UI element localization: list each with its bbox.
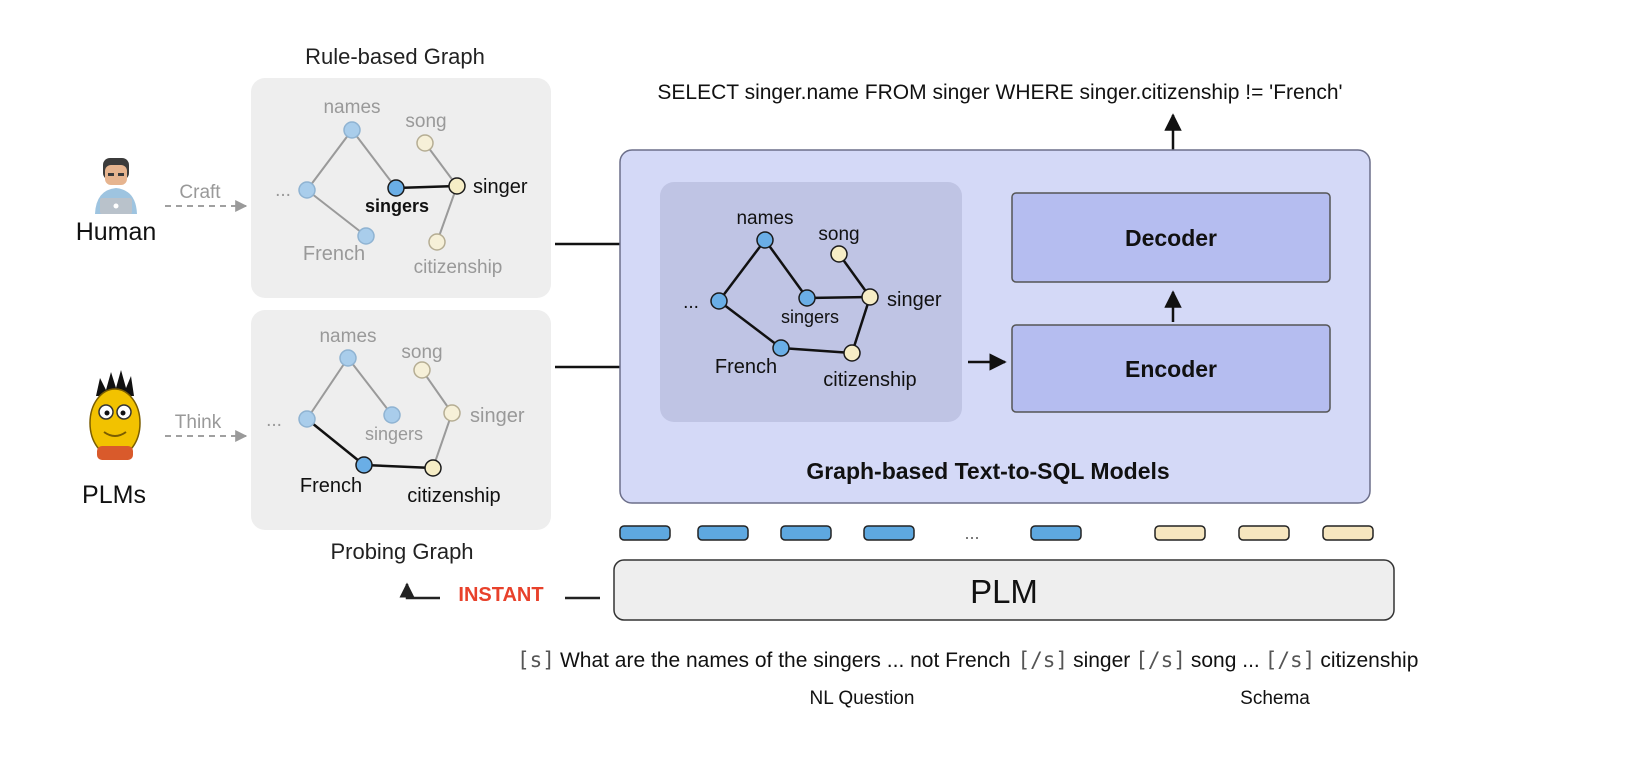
question-token: [780, 525, 832, 541]
sql-query: SELECT singer.name FROM singer WHERE sin…: [657, 81, 1342, 104]
node-french: [772, 339, 790, 357]
node-dots: [710, 292, 728, 310]
human-label: Human: [76, 218, 157, 246]
label-citizenship: citizenship: [823, 369, 916, 391]
label-names: names: [736, 208, 793, 229]
node-singer: [443, 404, 461, 422]
node-citizenship: [424, 459, 442, 477]
probe-graph-highlight-edges: [306, 418, 434, 470]
rule-graph-title: Rule-based Graph: [305, 44, 485, 69]
rule-graph-nodes: [298, 121, 466, 251]
input-sequence: [s]What are the names of the singers ...…: [517, 648, 1418, 672]
craft-label: Craft: [179, 182, 221, 203]
plm-label: PLM: [970, 573, 1038, 610]
plm-box: [613, 559, 1395, 621]
label-french: French: [715, 356, 777, 378]
node-names: [339, 349, 357, 367]
graph-text-to-sql-model: names song ... singers singer French cit…: [619, 149, 1371, 504]
encoder-box: [1011, 324, 1331, 413]
rule-graph-highlight-edge: [395, 184, 458, 190]
node-dots: [298, 181, 316, 199]
node-song: [830, 245, 848, 263]
node-singer: [861, 288, 879, 306]
model-graph-edges: [718, 239, 872, 355]
node-song: [413, 361, 431, 379]
schema-item-singer: singer: [1073, 649, 1130, 672]
rule-based-graph: Rule-based Graph names song ... singers …: [251, 44, 551, 298]
schema-item-song: song ...: [1191, 649, 1260, 672]
probe-graph-nodes: [298, 349, 461, 477]
schema-token: [1238, 525, 1290, 541]
human-icon: [95, 158, 137, 214]
label-french: French: [300, 475, 362, 497]
node-citizenship: [428, 233, 446, 251]
probing-graph: names song ... singers singer French cit…: [251, 310, 551, 564]
label-song: song: [405, 111, 446, 132]
node-singers: [798, 289, 816, 307]
nl-question-label: NL Question: [810, 688, 915, 709]
question-token: [1030, 525, 1082, 541]
plm-mascot-icon: [89, 370, 141, 460]
schema-label: Schema: [1240, 688, 1310, 709]
nl-question-text: What are the names of the singers ... no…: [560, 649, 1011, 672]
sep-token: [/s]: [1135, 648, 1186, 672]
probe-graph-title: Probing Graph: [330, 539, 473, 564]
label-song: song: [401, 342, 442, 363]
node-french: [357, 227, 375, 245]
question-token: [697, 525, 749, 541]
node-names: [343, 121, 361, 139]
node-names: [756, 231, 774, 249]
label-singers: singers: [781, 307, 839, 327]
plms-label: PLMs: [82, 481, 146, 509]
think-label: Think: [175, 412, 222, 433]
probe-graph-panel: [251, 310, 551, 530]
sep-token: [/s]: [1018, 648, 1069, 672]
question-token: [863, 525, 915, 541]
human-figure: Human Craft: [76, 158, 248, 246]
decoder-box: [1011, 192, 1331, 283]
label-singer: singer: [473, 176, 528, 198]
question-token: [619, 525, 671, 541]
sep-token: [/s]: [1265, 648, 1316, 672]
label-citizenship: citizenship: [414, 257, 503, 278]
node-song: [416, 134, 434, 152]
model-title: Graph-based Text-to-SQL Models: [806, 458, 1169, 484]
label-dots: ...: [683, 292, 699, 313]
label-singers: singers: [365, 196, 429, 216]
node-dots: [298, 410, 316, 428]
schema-token: [1154, 525, 1206, 541]
instant-label: INSTANT: [458, 584, 543, 606]
token-embeddings: ...: [619, 523, 1374, 543]
node-singers: [383, 406, 401, 424]
plms-figure: PLMs Think: [82, 370, 248, 509]
node-french: [355, 456, 373, 474]
label-french: French: [303, 243, 365, 265]
token-ellipsis: ...: [964, 523, 979, 543]
model-graph-nodes: [710, 231, 879, 362]
label-singer: singer: [887, 289, 942, 311]
node-singers: [387, 179, 405, 197]
label-singers: singers: [365, 424, 423, 444]
label-dots: ...: [275, 180, 291, 201]
node-citizenship: [843, 344, 861, 362]
schema-item-citizenship: citizenship: [1320, 649, 1418, 672]
node-singer: [448, 177, 466, 195]
rule-graph-edges: [306, 129, 458, 243]
label-names: names: [319, 326, 376, 347]
label-song: song: [818, 224, 859, 245]
decoder-label: Decoder: [1125, 225, 1217, 251]
label-names: names: [323, 97, 380, 118]
label-singer: singer: [470, 405, 525, 427]
instant-arrow: INSTANT: [399, 582, 600, 606]
label-dots: ...: [266, 410, 282, 431]
start-token: [s]: [517, 648, 555, 672]
encoder-label: Encoder: [1125, 356, 1217, 382]
label-citizenship: citizenship: [407, 485, 500, 507]
schema-token: [1322, 525, 1374, 541]
